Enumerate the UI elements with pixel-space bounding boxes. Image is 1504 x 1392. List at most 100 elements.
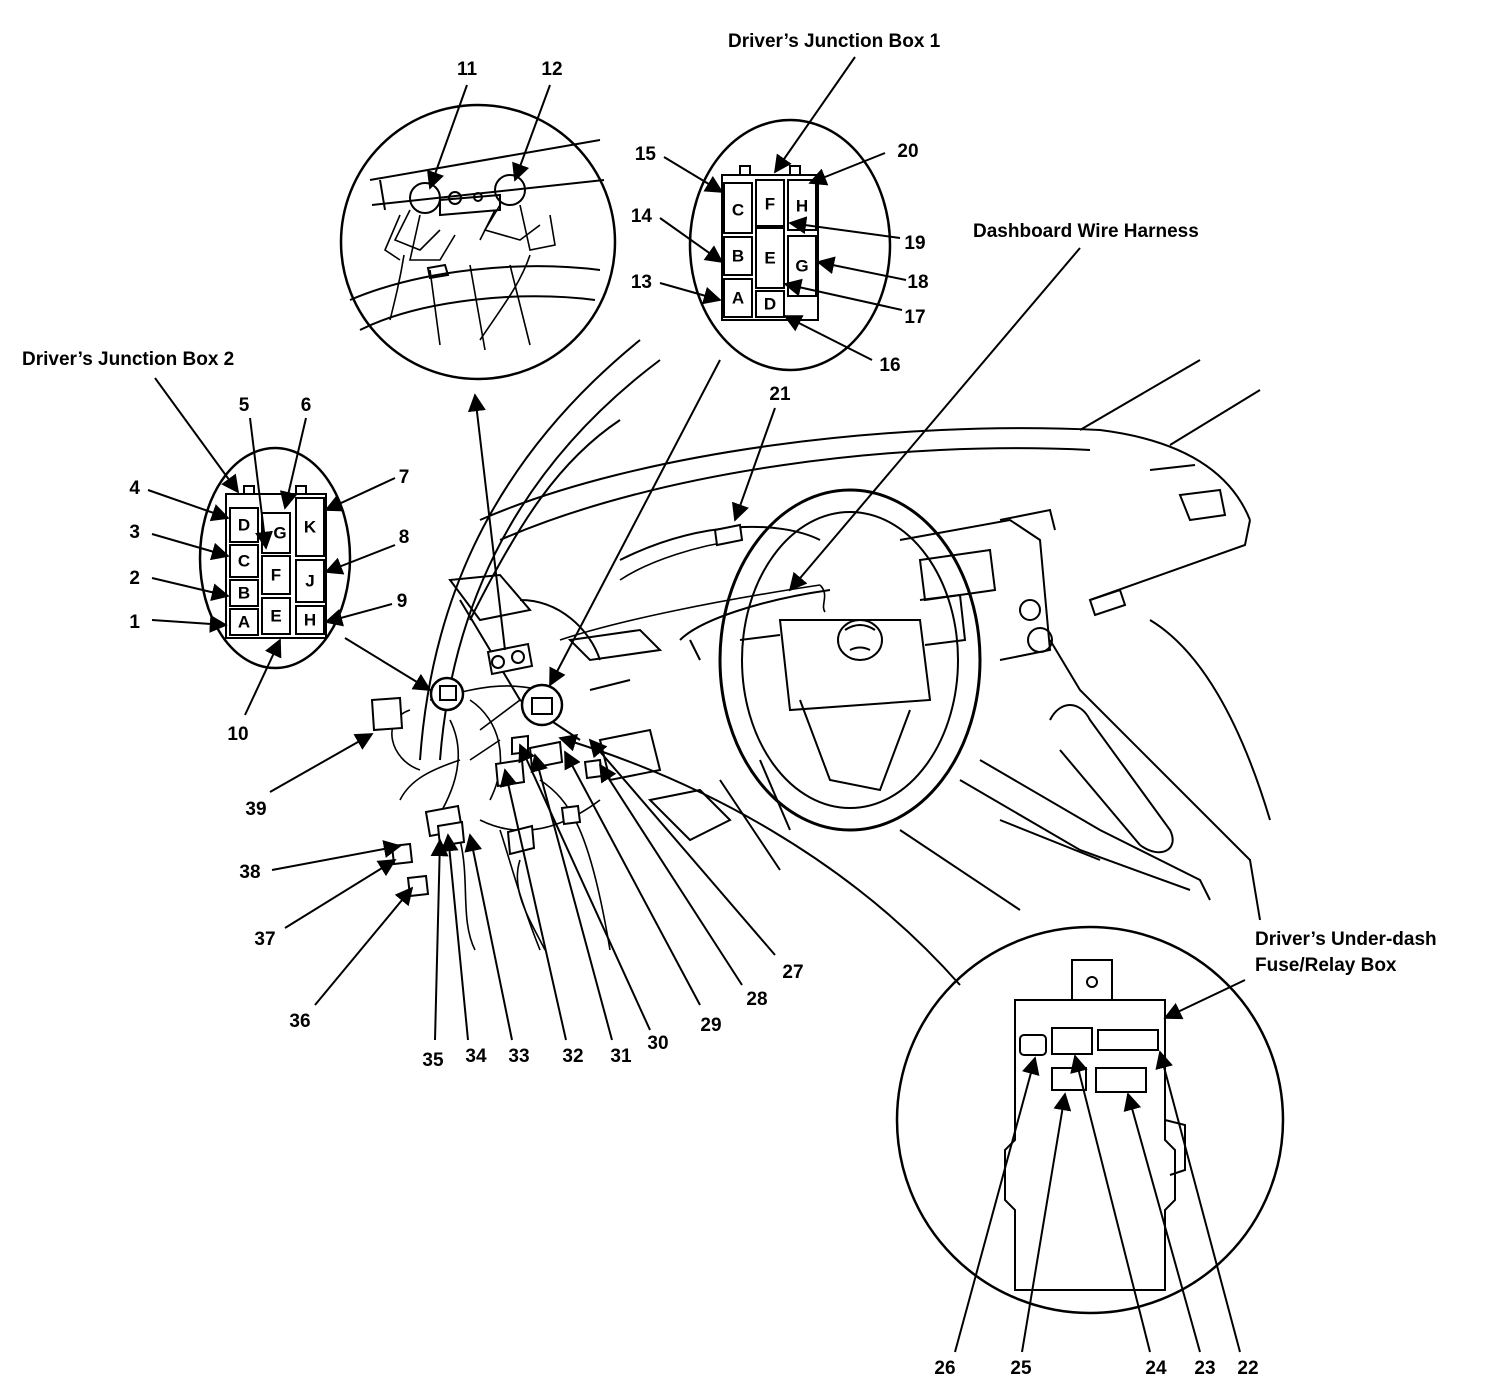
callout-leader-27 — [588, 738, 776, 956]
callout-leader-24 — [1070, 1054, 1151, 1353]
callout-20: 20 — [897, 141, 918, 162]
callout-33: 33 — [508, 1046, 529, 1067]
callout-leader-37 — [284, 859, 397, 929]
header-underdash-box-line2: Fuse/Relay Box — [1255, 955, 1397, 976]
callout-leader-35 — [430, 838, 449, 1041]
callout-9: 9 — [397, 591, 408, 612]
callout-leaders — [147, 84, 1241, 1353]
header-junction-box-1: Driver’s Junction Box 1 — [728, 31, 941, 52]
callout-22: 22 — [1237, 1358, 1258, 1379]
underdash-fuse-relay-box — [895, 925, 1285, 1315]
callout-30: 30 — [647, 1033, 668, 1054]
callout-18: 18 — [907, 272, 928, 293]
jb2-connector-g: G — [273, 524, 286, 543]
jb2-connector-d: D — [238, 516, 250, 535]
jb1-connector-g: G — [795, 257, 808, 276]
callout-10: 10 — [227, 724, 248, 745]
callout-leader-36 — [314, 886, 414, 1006]
callout-14: 14 — [631, 206, 653, 227]
callout-21: 21 — [769, 384, 791, 405]
callout-24: 24 — [1145, 1358, 1167, 1379]
callout-37: 37 — [254, 929, 275, 950]
callout-29: 29 — [700, 1015, 721, 1036]
callout-23: 23 — [1194, 1358, 1215, 1379]
callout-19: 19 — [904, 233, 925, 254]
callout-8: 8 — [399, 527, 410, 548]
callout-leader-21 — [731, 407, 776, 522]
callout-leader-8 — [324, 544, 396, 575]
callout-31: 31 — [610, 1046, 632, 1067]
callout-38: 38 — [239, 862, 260, 883]
callout-16: 16 — [879, 355, 900, 376]
callout-6: 6 — [301, 395, 312, 416]
callout-leader-14 — [659, 217, 724, 264]
header-underdash-box-line1: Driver’s Under-dash — [1255, 929, 1437, 950]
callout-leader-18 — [816, 256, 907, 281]
jb1-connector-c: C — [732, 201, 744, 220]
callout-leader-3 — [151, 533, 230, 561]
callout-leader-17 — [783, 278, 903, 311]
callout-leader-38 — [271, 840, 402, 871]
callout-leader-16 — [783, 315, 873, 361]
jb2-connector-k: K — [304, 518, 317, 537]
callout-32: 32 — [562, 1046, 583, 1067]
callout-leader-7 — [324, 477, 396, 512]
dashboard-drawing — [370, 339, 1271, 951]
callout-28: 28 — [746, 989, 767, 1010]
callout-27: 27 — [782, 962, 803, 983]
callout-34: 34 — [465, 1046, 487, 1067]
callout-leader-25 — [1021, 1092, 1072, 1353]
callout-4: 4 — [129, 478, 140, 499]
callout-leader-28 — [599, 763, 743, 986]
jb2-connector-h: H — [304, 611, 316, 630]
junction-box-1: A B C D E F G H — [688, 118, 892, 372]
jb1-connector-b: B — [732, 247, 744, 266]
jb2-connector-j: J — [305, 572, 314, 591]
callout-7: 7 — [399, 467, 410, 488]
jb2-connector-a: A — [238, 613, 250, 632]
callout-2: 2 — [129, 568, 140, 589]
junction-box-2: A B C D E F G H J K — [198, 446, 352, 670]
callout-leader-12 — [512, 84, 551, 182]
header-dashboard-wire-harness: Dashboard Wire Harness — [973, 221, 1199, 242]
callout-36: 36 — [289, 1011, 310, 1032]
callout-11: 11 — [457, 59, 478, 80]
headers: Driver’s Junction Box 1 Driver’s Junctio… — [22, 31, 1437, 976]
callout-17: 17 — [904, 307, 925, 328]
callout-leader-10 — [244, 638, 282, 716]
jb2-connector-c: C — [238, 552, 250, 571]
callout-leader-13 — [659, 282, 722, 305]
callout-leader-23 — [1123, 1092, 1201, 1353]
header-leaders — [154, 56, 1246, 1020]
callout-15: 15 — [635, 144, 657, 165]
callout-leader-9 — [324, 603, 393, 627]
jb1-connector-f: F — [765, 195, 775, 214]
callout-leader-1 — [151, 614, 228, 633]
callout-leader-26 — [954, 1056, 1040, 1353]
callout-leader-4 — [147, 489, 230, 522]
callout-25: 25 — [1010, 1358, 1032, 1379]
callout-13: 13 — [631, 272, 652, 293]
callout-leader-2 — [151, 577, 230, 602]
callout-3: 3 — [129, 522, 140, 543]
callout-leader-30 — [518, 743, 651, 1031]
callout-39: 39 — [245, 799, 266, 820]
callout-12: 12 — [541, 59, 562, 80]
header-junction-box-2: Driver’s Junction Box 2 — [22, 349, 234, 370]
callout-leader-31 — [530, 753, 613, 1041]
callout-leader-6 — [279, 417, 307, 510]
jb1-connector-h: H — [796, 197, 808, 216]
callout-leader-11 — [427, 84, 468, 190]
callout-26: 26 — [934, 1358, 955, 1379]
jb1-connector-a: A — [732, 289, 744, 308]
callout-leader-22 — [1155, 1050, 1241, 1353]
jb2-connector-b: B — [238, 584, 250, 603]
callout-leader-5 — [249, 417, 273, 550]
callout-leader-32 — [499, 768, 567, 1041]
jb1-connector-e: E — [764, 249, 775, 268]
callout-leader-33 — [464, 833, 513, 1041]
detail-view-connectors-11-12 — [339, 103, 617, 381]
jb1-connector-d: D — [764, 295, 776, 314]
